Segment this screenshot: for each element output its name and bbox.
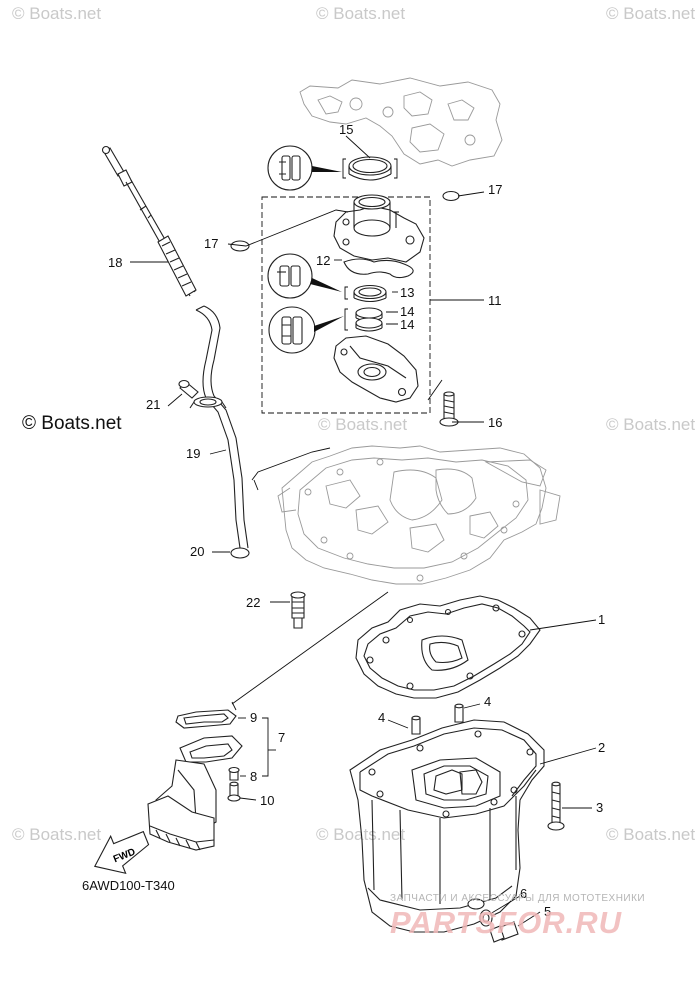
part-12-oring	[343, 258, 414, 279]
part-14-seal-b	[355, 317, 383, 332]
callout-4-right: 4	[484, 694, 491, 709]
watermark-bottom-right: © Boats.net	[606, 825, 696, 844]
callout-9: 9	[250, 710, 257, 725]
fwd-arrow: FWD	[93, 830, 150, 875]
callout-numbers: 1 2 3 4 4 5 6 7 8 9 10 11 12 13 14 14 15…	[108, 122, 605, 919]
part-9-gasket	[175, 709, 237, 729]
callout-7: 7	[278, 730, 285, 745]
watermark-mid-right: © Boats.net	[606, 415, 696, 434]
part-17-oring-right	[442, 190, 460, 202]
callout-10: 10	[260, 793, 274, 808]
part-10-bolt	[227, 781, 241, 802]
callout-20: 20	[190, 544, 204, 559]
watermark-top-right: © Boats.net	[606, 4, 696, 23]
callout-4-left: 4	[378, 710, 385, 725]
callout-19: 19	[186, 446, 200, 461]
watermark-top-left: © Boats.net	[12, 4, 102, 23]
part-19-guide-tube	[189, 305, 249, 549]
shop-watermark-subtitle: ЗАПЧАСТИ И АКСЕССУАРЫ ДЛЯ МОТОТЕХНИКИ	[390, 893, 646, 904]
part-4-dowel-left	[411, 715, 421, 735]
grease-callout-1	[267, 145, 342, 191]
callout-22: 22	[246, 595, 260, 610]
lower-housing	[333, 335, 419, 403]
exhaust-guide-plate	[277, 445, 561, 585]
part-18-dipstick	[101, 145, 197, 297]
part-8-bolt	[228, 766, 240, 781]
part-1-gasket	[355, 595, 541, 699]
part-5-drain-bolt	[489, 921, 519, 943]
part-15-seal	[342, 156, 398, 181]
callout-13: 13	[400, 285, 414, 300]
diagram-code: 6AWD100-T340	[82, 878, 175, 893]
watermark-bottom-left: © Boats.net	[12, 825, 102, 844]
part-22-plug	[290, 591, 306, 629]
callout-16: 16	[488, 415, 502, 430]
callout-11: 11	[488, 293, 502, 308]
callout-6: 6	[520, 886, 527, 901]
callout-17-left: 17	[204, 236, 218, 251]
watermark-bottom-center: © Boats.net	[316, 825, 406, 844]
part-4-dowel-right	[454, 703, 464, 723]
watermark-top-center: © Boats.net	[316, 4, 406, 23]
callout-15: 15	[339, 122, 353, 137]
callout-14-a: 14	[400, 304, 414, 319]
grease-callout-3	[268, 306, 344, 354]
grease-callout-2	[267, 253, 342, 299]
watermark-main: © Boats.net	[22, 413, 122, 434]
callout-2: 2	[598, 740, 605, 755]
part-17-oring-left	[230, 240, 250, 252]
callout-5: 5	[544, 904, 551, 919]
callout-12: 12	[316, 253, 330, 268]
engine-block-drawing	[299, 77, 503, 167]
part-7-oil-strainer	[147, 735, 243, 851]
callout-17-right: 17	[488, 182, 502, 197]
callout-18: 18	[108, 255, 122, 270]
part-2-oil-pan	[349, 719, 545, 933]
watermark-mid-center: © Boats.net	[318, 415, 408, 434]
part-20-oring	[230, 547, 250, 559]
callout-3: 3	[596, 800, 603, 815]
callout-14-b: 14	[400, 317, 414, 332]
leader-lines	[130, 135, 597, 927]
callout-21: 21	[146, 397, 160, 412]
part-3-bolt	[547, 781, 565, 831]
callout-8: 8	[250, 769, 257, 784]
callout-1: 1	[598, 612, 605, 627]
part-13-seal	[353, 284, 387, 303]
part-21-bolt	[178, 379, 199, 399]
part-6-washer	[479, 909, 493, 927]
part-16-bolt	[439, 391, 459, 427]
shop-watermark-brand: PARTSFOR.RU	[390, 905, 623, 940]
upper-housing	[333, 194, 425, 263]
